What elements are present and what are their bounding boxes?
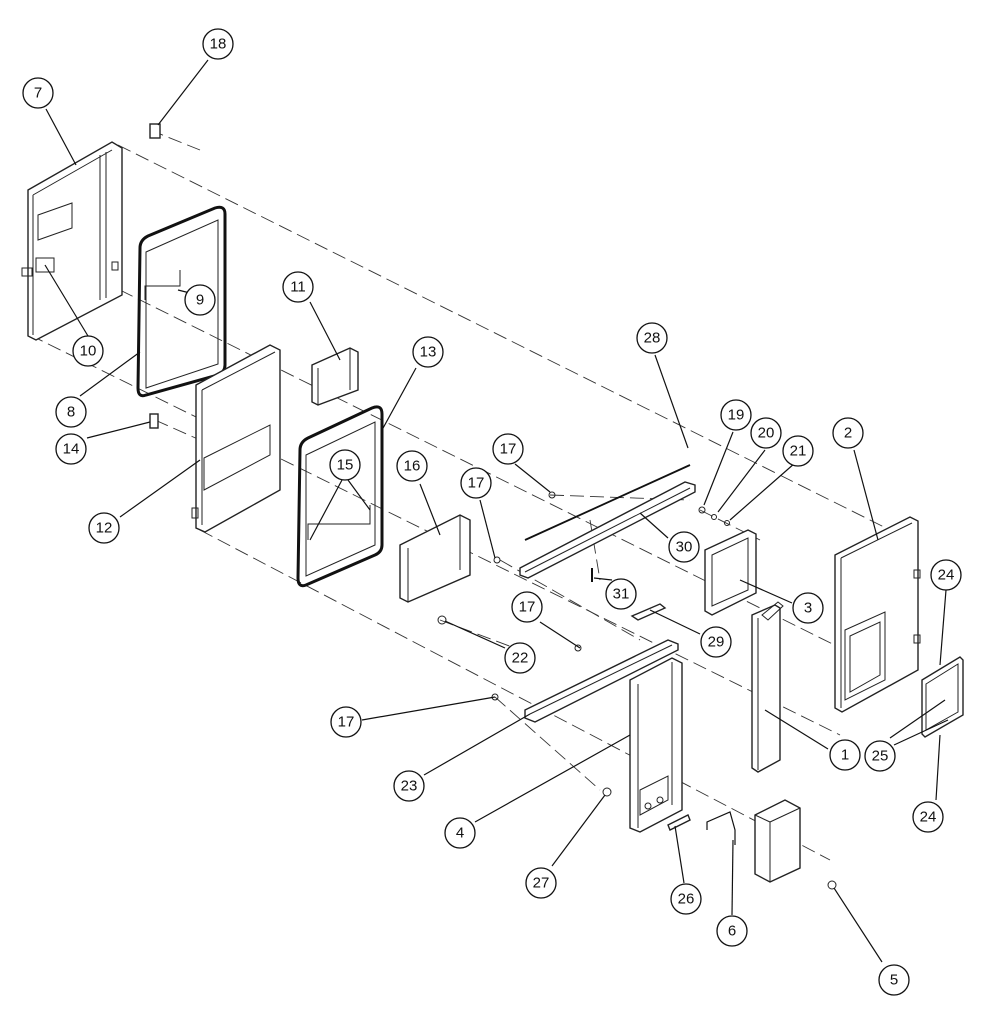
hood-part-11	[311, 347, 359, 406]
svg-text:30: 30	[676, 539, 693, 556]
callout-bubble-11: 11	[282, 271, 314, 303]
svg-text:13: 13	[420, 344, 437, 361]
callout-bubble-9: 9	[184, 284, 216, 316]
callout-bubble-17-a: 17	[492, 433, 524, 465]
callout-bubble-20: 20	[750, 417, 782, 449]
callout-bubble-15: 15	[329, 449, 361, 481]
callout-bubble-18: 18	[202, 28, 234, 60]
bracket-part-1	[751, 601, 784, 773]
callout-bubble-31: 31	[605, 578, 637, 610]
hinge-part-14	[149, 413, 159, 429]
svg-text:31: 31	[613, 586, 630, 603]
svg-text:3: 3	[804, 600, 812, 617]
filter-part-24-25	[921, 656, 964, 738]
frame-part-3	[704, 529, 757, 616]
callout-bubble-10: 10	[72, 335, 104, 367]
back-panel-part-2	[834, 516, 921, 713]
gasket-part-8	[136, 205, 227, 398]
callout-bubble-27: 27	[525, 867, 557, 899]
callout-bubble-22: 22	[504, 642, 536, 674]
svg-text:22: 22	[512, 650, 529, 667]
svg-text:9: 9	[196, 292, 204, 309]
callout-bubble-14: 14	[55, 433, 87, 465]
nut-part-22	[437, 615, 447, 625]
callout-bubble-5: 5	[878, 964, 910, 996]
screw-part-27	[602, 787, 612, 797]
svg-text:7: 7	[34, 85, 42, 102]
svg-text:4: 4	[456, 825, 464, 842]
svg-text:1: 1	[841, 747, 849, 764]
callout-bubble-21: 21	[782, 435, 814, 467]
callout-bubble-2: 2	[832, 417, 864, 449]
svg-text:17: 17	[338, 714, 355, 731]
u-bracket-part-6	[706, 811, 736, 845]
callout-bubble-28: 28	[636, 322, 668, 354]
callout-bubble-7: 7	[22, 77, 54, 109]
callout-bubble-13: 13	[412, 336, 444, 368]
callout-bubble-24-a: 24	[930, 559, 962, 591]
svg-text:17: 17	[519, 599, 536, 616]
svg-text:12: 12	[96, 520, 113, 537]
callout-bubble-19: 19	[720, 399, 752, 431]
callout-bubble-17-c: 17	[511, 591, 543, 623]
callout-bubble-17-d: 17	[330, 706, 362, 738]
svg-text:14: 14	[63, 441, 80, 458]
svg-text:24: 24	[920, 809, 937, 826]
svg-text:21: 21	[790, 443, 807, 460]
svg-text:20: 20	[758, 425, 775, 442]
svg-text:26: 26	[678, 891, 695, 908]
clip-part-26	[667, 814, 691, 831]
callout-bubble-6: 6	[716, 915, 748, 947]
hood-part-16	[399, 514, 471, 603]
callout-bubble-24-b: 24	[912, 801, 944, 833]
callout-bubble-12: 12	[88, 512, 120, 544]
callout-bubble-16: 16	[396, 450, 428, 482]
svg-text:24: 24	[938, 567, 955, 584]
box-component	[754, 799, 801, 883]
hinge-part-18	[149, 123, 161, 139]
callout-bubble-30: 30	[668, 531, 700, 563]
callout-bubble-25: 25	[864, 740, 896, 772]
leader-lines	[44, 59, 949, 963]
callout-bubble-23: 23	[393, 770, 425, 802]
svg-text:19: 19	[728, 407, 745, 424]
svg-text:17: 17	[500, 441, 517, 458]
rail-part-30	[519, 481, 696, 579]
door-panel-part-12	[191, 344, 281, 533]
svg-text:11: 11	[290, 279, 306, 296]
callout-bubble-29: 29	[700, 626, 732, 658]
callout-bubble-3: 3	[792, 592, 824, 624]
svg-text:10: 10	[80, 343, 97, 360]
svg-text:25: 25	[872, 748, 889, 765]
svg-text:8: 8	[67, 404, 75, 421]
callout-bubble-26: 26	[670, 883, 702, 915]
callout-bubbles: 18 7 9 10 8 11 13 14 12 15 16 28 19 20 2…	[22, 28, 962, 996]
callout-bubble-17-b: 17	[460, 467, 492, 499]
svg-text:28: 28	[644, 330, 661, 347]
svg-text:15: 15	[337, 457, 354, 474]
side-panel-part-4	[629, 657, 683, 833]
callout-bubble-4: 4	[444, 817, 476, 849]
callout-bubble-8: 8	[55, 396, 87, 428]
svg-text:17: 17	[468, 475, 485, 492]
svg-text:29: 29	[708, 634, 725, 651]
svg-text:18: 18	[210, 36, 227, 53]
svg-text:2: 2	[844, 425, 852, 442]
svg-text:5: 5	[890, 972, 898, 989]
svg-text:23: 23	[401, 778, 418, 795]
svg-text:16: 16	[404, 458, 421, 475]
nut-part-5	[827, 880, 837, 890]
door-panel-part-7	[21, 141, 123, 341]
screws-part-17-19-20-21	[491, 491, 730, 701]
rod-part-28	[524, 464, 691, 541]
gasket-part-13	[296, 405, 384, 588]
svg-text:6: 6	[728, 923, 736, 940]
callout-bubble-1: 1	[829, 739, 861, 771]
svg-text:27: 27	[533, 875, 550, 892]
rail-part-23	[524, 639, 679, 723]
plate-part-29	[630, 603, 667, 621]
